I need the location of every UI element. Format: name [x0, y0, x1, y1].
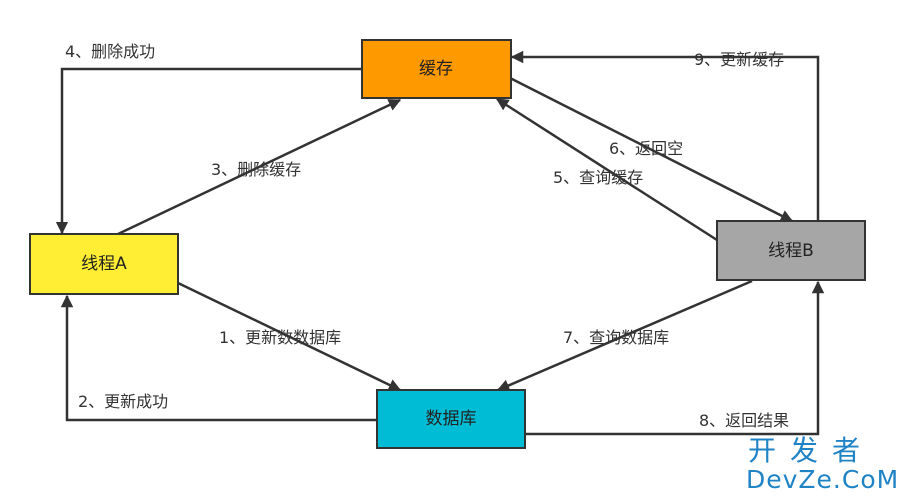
- edge-5-label: 5、查询缓存: [553, 168, 643, 187]
- edge-4-arrow: [55, 67, 362, 235]
- node-cache-label: 缓存: [419, 59, 453, 79]
- edge-2-arrow: [60, 294, 377, 422]
- edge-2-label: 2、更新成功: [78, 392, 168, 411]
- edge-8-label: 8、返回结果: [699, 411, 789, 430]
- node-thread-b: 线程B: [716, 220, 866, 281]
- node-thread-a: 线程A: [29, 233, 179, 295]
- edge-4-label: 4、删除成功: [65, 42, 155, 61]
- watermark-line1: 开发者: [748, 434, 874, 467]
- edge-1-label: 1、更新数数据库: [219, 328, 341, 347]
- edge-7-arrow: [496, 279, 753, 392]
- node-database: 数据库: [376, 389, 526, 449]
- edge-9-label: 9、更新缓存: [694, 50, 784, 69]
- edge-6-arrow: [509, 76, 794, 223]
- node-thread-a-label: 线程A: [81, 254, 127, 274]
- edge-8-arrow: [525, 280, 825, 436]
- watermark-logo: 开发者 DevZe.CoM: [746, 434, 899, 494]
- edge-7-label: 7、查询数据库: [563, 328, 669, 347]
- node-thread-b-label: 线程B: [768, 241, 814, 261]
- watermark-line2: DevZe.CoM: [746, 465, 899, 494]
- edge-3-label: 3、删除缓存: [211, 160, 301, 179]
- node-database-label: 数据库: [426, 409, 477, 429]
- edge-3-arrow: [117, 98, 402, 236]
- edge-9-arrow: [510, 50, 820, 221]
- edge-6-label: 6、返回空: [609, 139, 683, 158]
- node-cache: 缓存: [361, 39, 512, 99]
- edge-5-arrow: [495, 97, 718, 242]
- edge-1-arrow: [177, 281, 402, 392]
